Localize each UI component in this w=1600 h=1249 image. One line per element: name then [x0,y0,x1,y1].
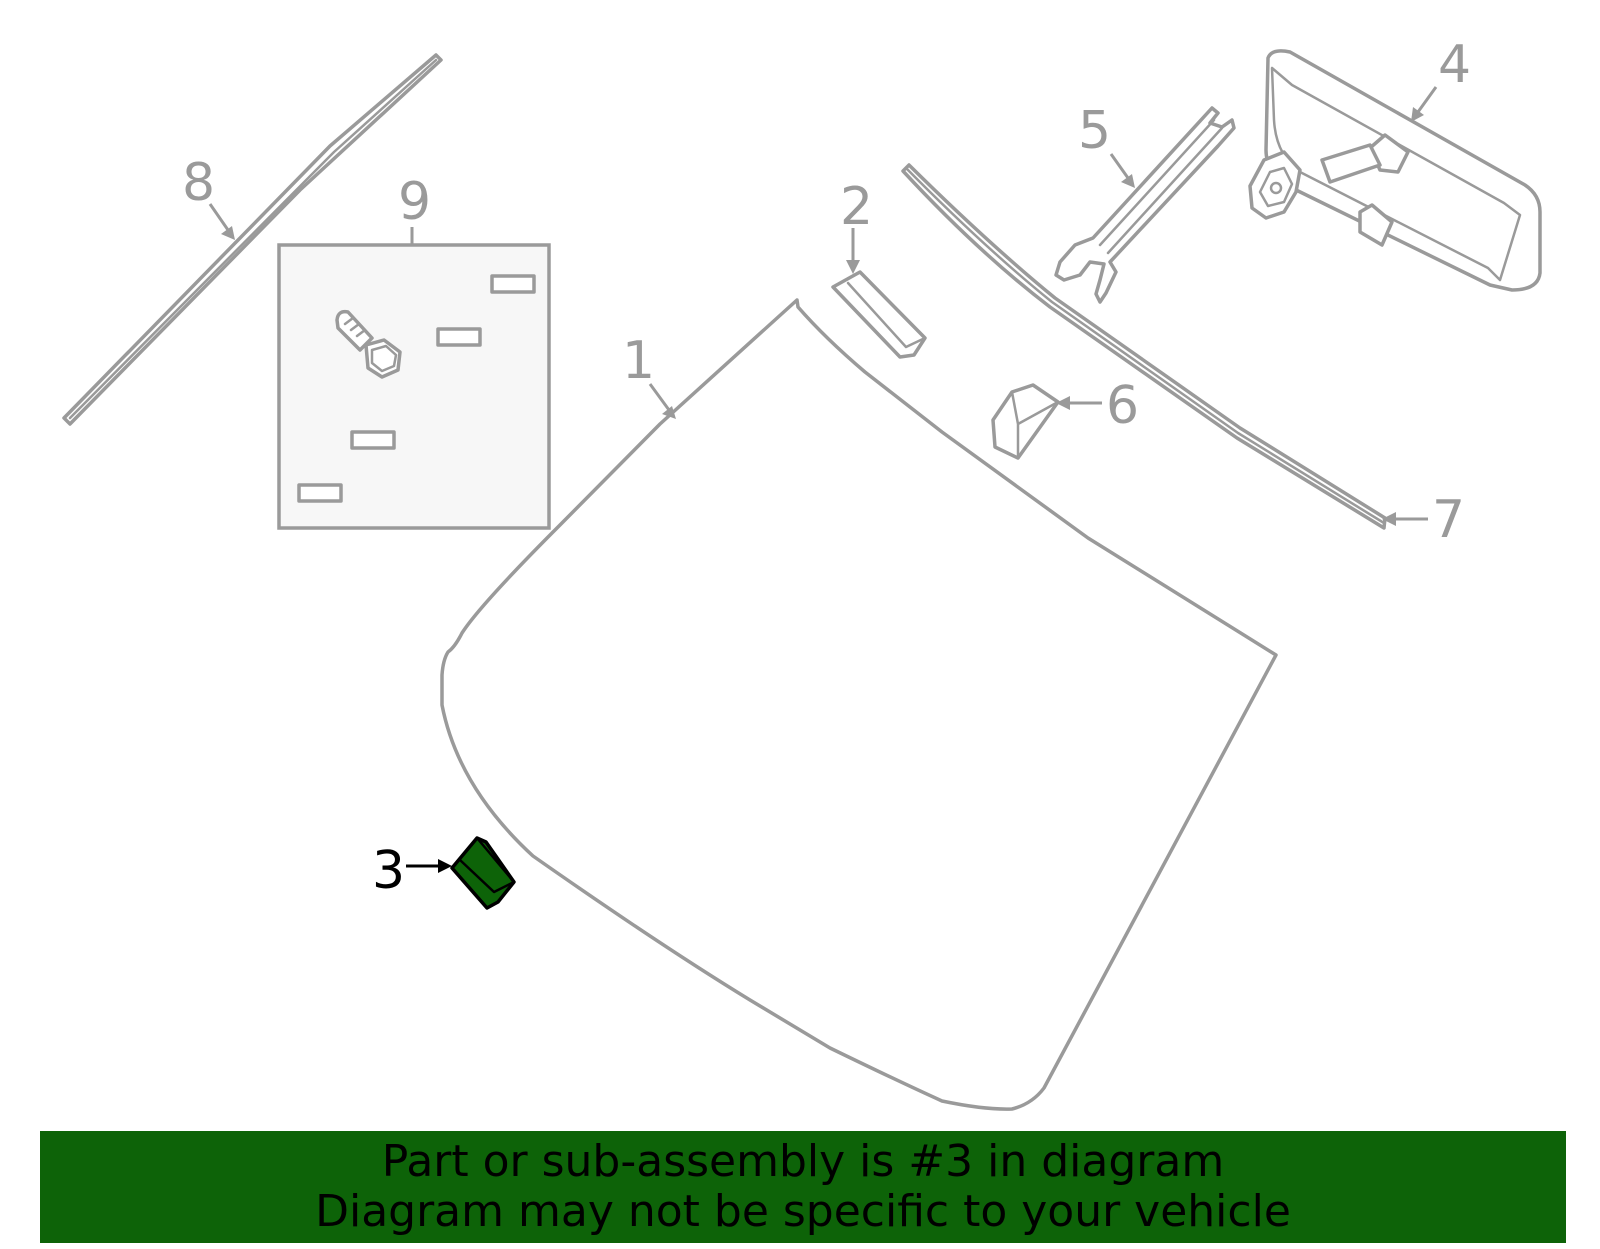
leader-4 [1411,86,1438,122]
leader-8 [208,203,235,240]
part-8-molding[interactable] [62,53,443,426]
part-3-clip[interactable] [450,836,516,910]
callout-6: 6 [1106,376,1139,436]
bolt-icon [335,309,402,379]
part-1-windshield[interactable] [440,298,1278,1111]
callout-7: 7 [1432,490,1465,550]
callout-3: 3 [372,841,405,901]
leader-7 [1382,512,1428,526]
callout-4: 4 [1438,35,1471,95]
banner-line-disclaimer: Diagram may not be specific to your vehi… [315,1186,1291,1237]
leader-2 [846,228,860,274]
callout-2: 2 [840,177,873,237]
leader-1 [648,383,676,419]
callout-9: 9 [398,172,431,232]
callout-5: 5 [1078,101,1111,161]
part-9-hardware-kit[interactable] [277,243,551,530]
banner-line-part: Part or sub-assembly is #3 in diagram [381,1136,1225,1187]
part-6-spacer[interactable] [991,383,1060,460]
leader-5 [1109,153,1135,188]
leader-3 [406,859,452,873]
part-5-holder[interactable] [1054,106,1236,304]
part-4-mirror[interactable] [1248,49,1542,292]
part-2-bracket[interactable] [831,270,927,359]
info-banner: Part or sub-assembly is #3 in diagram Di… [40,1131,1566,1243]
callout-8: 8 [182,153,215,213]
leader-6 [1056,396,1102,410]
callout-1: 1 [622,331,655,391]
